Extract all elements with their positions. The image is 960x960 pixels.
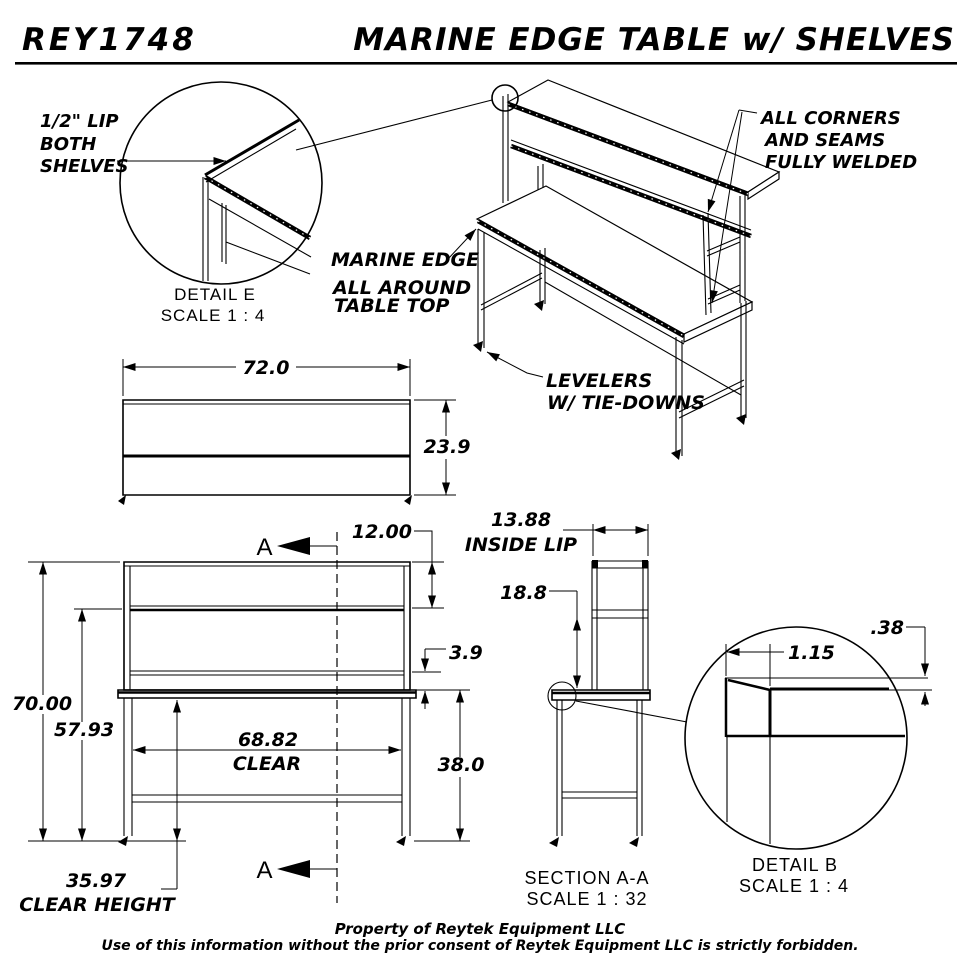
lip-note-line1: 1/2" LIP <box>40 111 119 132</box>
shelf-spacing-text: 12.00 <box>352 521 412 543</box>
iso-stretchers <box>480 272 745 419</box>
depth-dim-text: 23.9 <box>424 436 471 458</box>
iso-shelf-posts <box>502 94 746 316</box>
marine-edge-leader <box>447 228 477 260</box>
iso-stitch <box>477 103 752 337</box>
iso-tabletop-marine-edge <box>476 219 686 338</box>
isometric-view: ALL CORNERS AND SEAMS FULLY WELDED MARIN… <box>331 79 917 460</box>
detail-e-label: DETAIL E <box>174 285 256 304</box>
section-feet <box>549 837 639 847</box>
shelf-clearance-leader <box>549 590 578 618</box>
front-view: A A 12.00 3.9 70.00 57.93 68.82 CLEAR 38… <box>12 521 485 916</box>
iso-tabletop-end <box>683 301 753 343</box>
top-view-feet <box>118 495 412 505</box>
section-label: SECTION A-A <box>524 868 649 888</box>
shelf-height-text: 57.93 <box>54 719 114 741</box>
lip-height-text: .38 <box>870 617 904 639</box>
detail-b-leg-lines <box>726 737 771 844</box>
footer-line2: Use of this information without the prio… <box>101 938 858 954</box>
detail-e-callout-circle <box>491 84 519 112</box>
part-number: REY1748 <box>22 22 197 58</box>
welded-leader-1 <box>707 109 740 213</box>
front-legs-stretcher <box>123 698 411 836</box>
detail-b-label: DETAIL B <box>752 855 838 875</box>
clear-height-text: 35.97 <box>66 870 127 892</box>
clear-width-text: 68.82 <box>238 729 298 751</box>
detail-b-callout-circle <box>547 681 577 711</box>
detail-b-circle <box>684 626 908 850</box>
shelf-clearance-text: 18.8 <box>500 582 547 604</box>
detail-b-lip-face <box>724 678 905 738</box>
section-lip-corners <box>592 560 648 568</box>
overall-height-text: 70.00 <box>12 693 72 715</box>
footer-line1: Property of Reytek Equipment LLC <box>335 920 626 938</box>
levelers-note-line2: W/ TIE-DOWNS <box>547 392 705 414</box>
detail-b-scale: SCALE 1 : 4 <box>739 876 849 896</box>
section-tabletop <box>551 689 651 701</box>
welded-note-line3: FULLY WELDED <box>765 152 917 173</box>
section-arrow-top <box>277 537 310 555</box>
detail-b-link-line <box>575 700 688 723</box>
iso-legs <box>477 229 747 456</box>
clear-height-leader <box>161 841 178 890</box>
section-scale: SCALE 1 : 32 <box>526 889 647 909</box>
section-shelf-frame <box>591 560 649 690</box>
table-height-text: 38.0 <box>438 754 485 776</box>
section-view: 13.88 INSIDE LIP 18.8 SECTION A-A SCALE … <box>465 509 688 909</box>
section-letter-bottom: A <box>256 857 273 884</box>
front-shelf-lines <box>124 565 410 690</box>
welded-note-line1: ALL CORNERS <box>759 108 901 129</box>
drawing-title: MARINE EDGE TABLE w/ SHELVES <box>353 22 955 58</box>
iso-top-shelf-end <box>747 170 780 201</box>
top-view: 72.0 23.9 <box>118 357 470 505</box>
detail-e-link-line <box>295 99 493 151</box>
section-letter-top: A <box>256 534 273 561</box>
shelf-spacing-leader <box>412 530 444 609</box>
clear-width-label: CLEAR <box>233 753 301 775</box>
front-tabletop <box>117 689 417 699</box>
marine-edge-note-line3: TABLE TOP <box>334 295 449 317</box>
clear-height-label: CLEAR HEIGHT <box>19 894 176 916</box>
footer-block: Property of Reytek Equipment LLC Use of … <box>101 920 858 954</box>
section-legs-stretcher <box>556 700 643 836</box>
detail-b-view: .38 1.15 DETAIL B SCALE 1 : 4 <box>684 617 932 896</box>
shelf-table-gap-lines <box>412 648 446 691</box>
welded-note-line2: AND SEAMS <box>763 130 885 151</box>
levelers-leader <box>486 351 544 378</box>
levelers-note-line1: LEVELERS <box>546 370 652 392</box>
detail-e-back-edge <box>204 118 300 177</box>
detail-e-view: 1/2" LIP BOTH SHELVES DETAIL E SCALE 1 :… <box>40 81 493 325</box>
lip-note-line3: SHELVES <box>40 156 129 177</box>
iso-thin-edges <box>477 139 752 345</box>
welded-leader-tick <box>738 109 758 114</box>
header-rule <box>15 62 957 65</box>
top-view-outline <box>122 399 411 496</box>
lip-setback-text: 1.15 <box>788 642 835 664</box>
detail-b-lip-slope <box>727 678 771 692</box>
width-dim-text: 72.0 <box>243 357 290 379</box>
detail-e-corner-lines <box>202 128 312 281</box>
marine-edge-note-line1: MARINE EDGE <box>331 249 479 271</box>
inside-lip-label: INSIDE LIP <box>465 534 577 556</box>
shelf-table-gap-text: 3.9 <box>449 642 483 664</box>
title-block: REY1748 MARINE EDGE TABLE w/ SHELVES <box>15 22 957 65</box>
detail-e-stitch <box>204 176 311 239</box>
lip-setback-ext <box>725 644 771 686</box>
inside-lip-text: 13.88 <box>491 509 551 531</box>
welded-leader-2 <box>709 111 743 304</box>
lip-note-line2: BOTH <box>40 134 96 155</box>
section-arrow-bottom <box>277 860 310 878</box>
detail-e-circle <box>119 81 323 285</box>
detail-e-scale: SCALE 1 : 4 <box>161 306 266 325</box>
marine-edge-note-line2: ALL AROUND <box>331 277 471 299</box>
